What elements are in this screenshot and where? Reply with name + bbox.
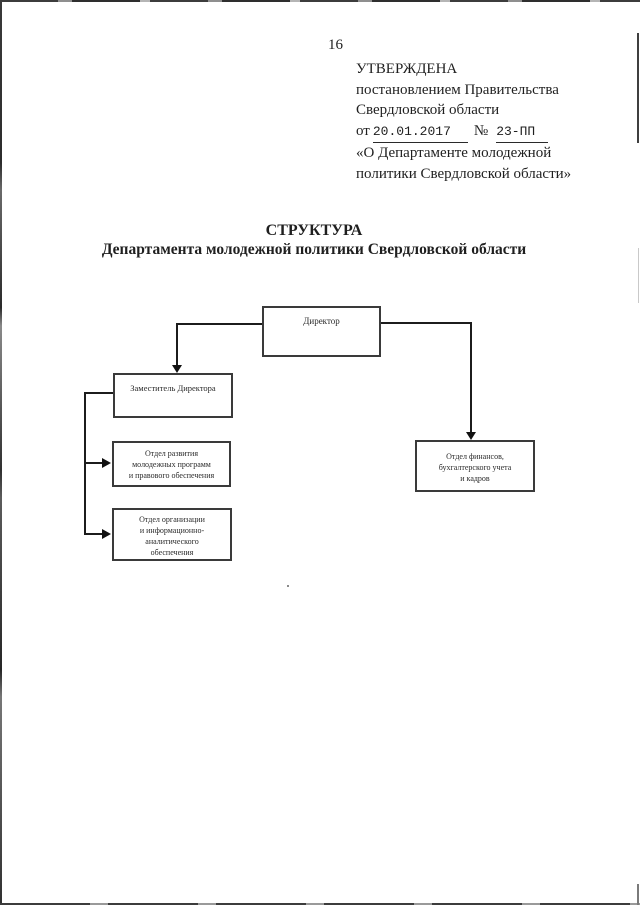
org-node-dept-finance: Отдел финансов, бухгалтерского учета и к… (415, 440, 535, 492)
document-title: СТРУКТУРА Департамента молодежной полити… (0, 221, 628, 259)
connector-director-deputy-v (176, 323, 178, 366)
org-node-label: Директор (303, 316, 340, 326)
approval-line: политики Свердловской области» (356, 165, 572, 182)
org-node-dept-organization: Отдел организации и информационно- анали… (112, 508, 232, 561)
approval-line: постановлением Правительства (356, 81, 559, 98)
connector-deputy-organization (84, 533, 103, 535)
approval-doc-number: 23-ПП (496, 122, 549, 143)
approval-line: «О Департаменте молодежной (356, 145, 552, 161)
scan-artifact-right-edge (638, 248, 639, 303)
org-node-label: Отдел организации (139, 515, 205, 524)
org-node-label: Отдел финансов, (446, 452, 504, 461)
number-sign: № (473, 122, 489, 139)
title-line-2: Департамента молодежной политики Свердло… (101, 241, 527, 258)
org-node-label: обеспечения (150, 548, 194, 557)
scan-artifact-right-edge (637, 33, 639, 143)
org-node-director: Директор (262, 306, 381, 357)
org-node-label: Заместитель Директора (130, 383, 216, 393)
connector-director-finance-v (470, 322, 472, 433)
arrow-right-icon (102, 529, 111, 539)
scan-artifact-left-edge (0, 0, 2, 905)
org-node-label: молодежных программ (132, 460, 211, 469)
connector-director-deputy-h (176, 323, 262, 325)
approval-line: Свердловской области (356, 102, 500, 118)
connector-deputy-development (84, 462, 103, 464)
org-node-label: и информационно- (139, 526, 205, 535)
date-prefix: от (356, 122, 370, 139)
org-node-label: Отдел развития (144, 449, 198, 458)
org-node-label: бухгалтерского учета (438, 463, 512, 472)
org-node-label: аналитического (145, 537, 199, 546)
scan-artifact-top-edge (0, 0, 640, 2)
scan-artifact-bottom-edge (0, 903, 640, 905)
connector-director-finance-h (381, 322, 472, 324)
scan-artifact-right-edge (637, 884, 639, 905)
approval-date: 20.01.2017 (372, 122, 468, 143)
page-number: 16 (328, 37, 343, 53)
approval-line: УТВЕРЖДЕНА (356, 61, 458, 77)
approval-block: УТВЕРЖДЕНА постановлением Правительства … (356, 59, 571, 184)
org-node-dept-development: Отдел развития молодежных программ и пра… (112, 441, 231, 487)
org-node-label: и кадров (460, 474, 490, 483)
title-line-1: СТРУКТУРА (265, 222, 363, 239)
connector-deputy-bracket-h (84, 392, 113, 394)
arrow-right-icon (102, 458, 111, 468)
org-node-label: и правового обеспечения (128, 471, 215, 480)
scan-speck (287, 585, 289, 587)
arrow-down-icon (466, 432, 476, 440)
arrow-down-icon (172, 365, 182, 373)
org-node-deputy-director: Заместитель Директора (113, 373, 233, 418)
